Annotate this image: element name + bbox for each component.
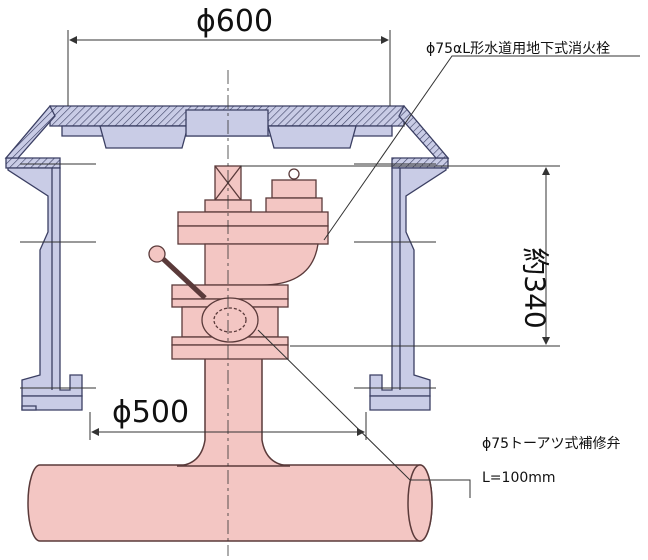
valve-disc — [201, 297, 259, 343]
hydrant — [148, 165, 329, 360]
dimension-top-label: ϕ600 — [196, 4, 274, 39]
valve-handle — [158, 254, 207, 300]
dimension-height-label: 約340 — [518, 247, 552, 329]
dimension-bottom-label: ϕ500 — [112, 395, 190, 430]
valve-box — [4, 104, 450, 411]
callout-valve-length-label: L=100mm — [482, 470, 556, 486]
dimension-lines — [20, 30, 640, 498]
leader-hydrant — [323, 55, 640, 241]
callout-valve-label: ϕ75トーアツ式補修弁 — [482, 436, 621, 452]
main-pipe — [27, 464, 433, 542]
leader-valve — [257, 329, 471, 498]
outlet-cap — [271, 179, 317, 199]
callout-hydrant-label: ϕ75αL形水道用地下式消火栓 — [426, 41, 611, 57]
riser-pipe — [176, 354, 291, 467]
